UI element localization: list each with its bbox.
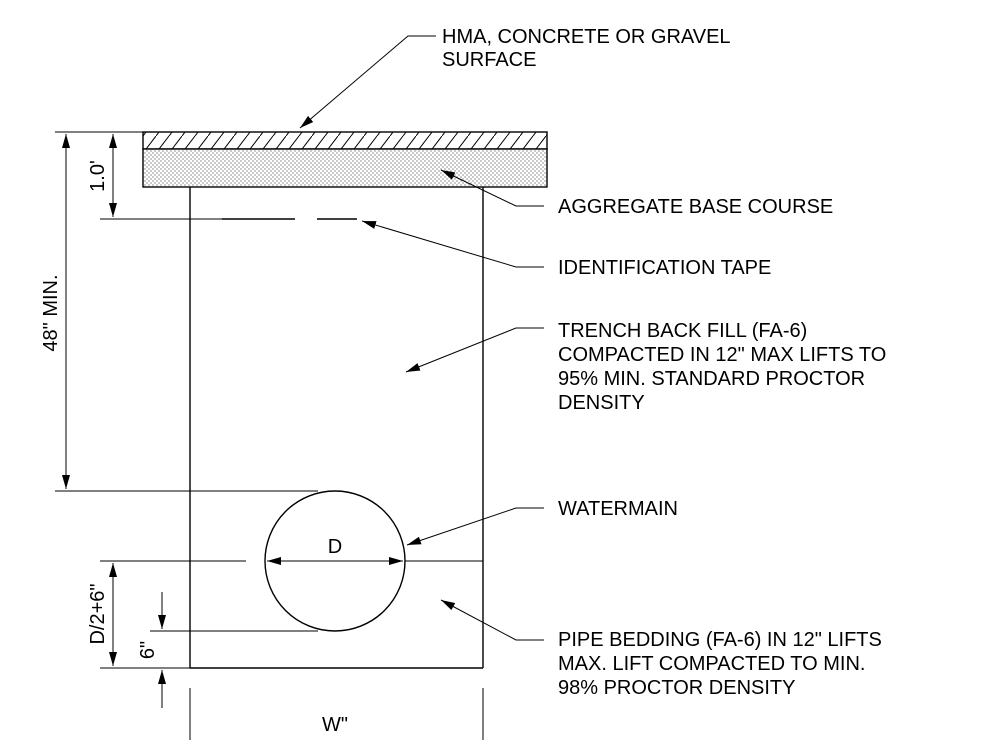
leader-bedding [440,599,544,641]
dim-label-48-min: 48" MIN. [40,274,62,351]
dim-label-1ft: 1.0' [87,160,109,192]
leader-aggregate [440,169,544,207]
label-watermain: WATERMAIN [558,498,678,520]
dim-label-diameter: D [328,536,342,558]
leader-tape [361,220,544,268]
label-tape: IDENTIFICATION TAPE [558,257,771,279]
dim-label-width: W" [322,714,348,736]
aggregate-base-layer [142,148,548,188]
leader-surface [299,35,436,129]
dim-label-half-dia: D/2+6" [87,583,109,644]
label-aggregate: AGGREGATE BASE COURSE [558,196,833,218]
dim-label-6in: 6" [137,641,159,659]
label-backfill-line2: COMPACTED IN 12" MAX LIFTS TO [558,344,886,366]
label-backfill-line4: DENSITY [558,392,645,414]
label-bedding-line1: PIPE BEDDING (FA-6) IN 12" LIFTS [558,629,882,651]
label-backfill-line3: 95% MIN. STANDARD PROCTOR [558,368,865,390]
label-bedding-line2: MAX. LIFT COMPACTED TO MIN. [558,653,865,675]
label-bedding-line3: 98% PROCTOR DENSITY [558,677,795,699]
label-backfill-line1: TRENCH BACK FILL (FA-6) [558,320,807,342]
label-surface-line1: HMA, CONCRETE OR GRAVEL [442,26,731,48]
leader-backfill [405,327,544,373]
label-surface-line2: SURFACE [442,49,536,71]
leader-watermain [406,507,544,546]
surface-layer [142,131,548,150]
